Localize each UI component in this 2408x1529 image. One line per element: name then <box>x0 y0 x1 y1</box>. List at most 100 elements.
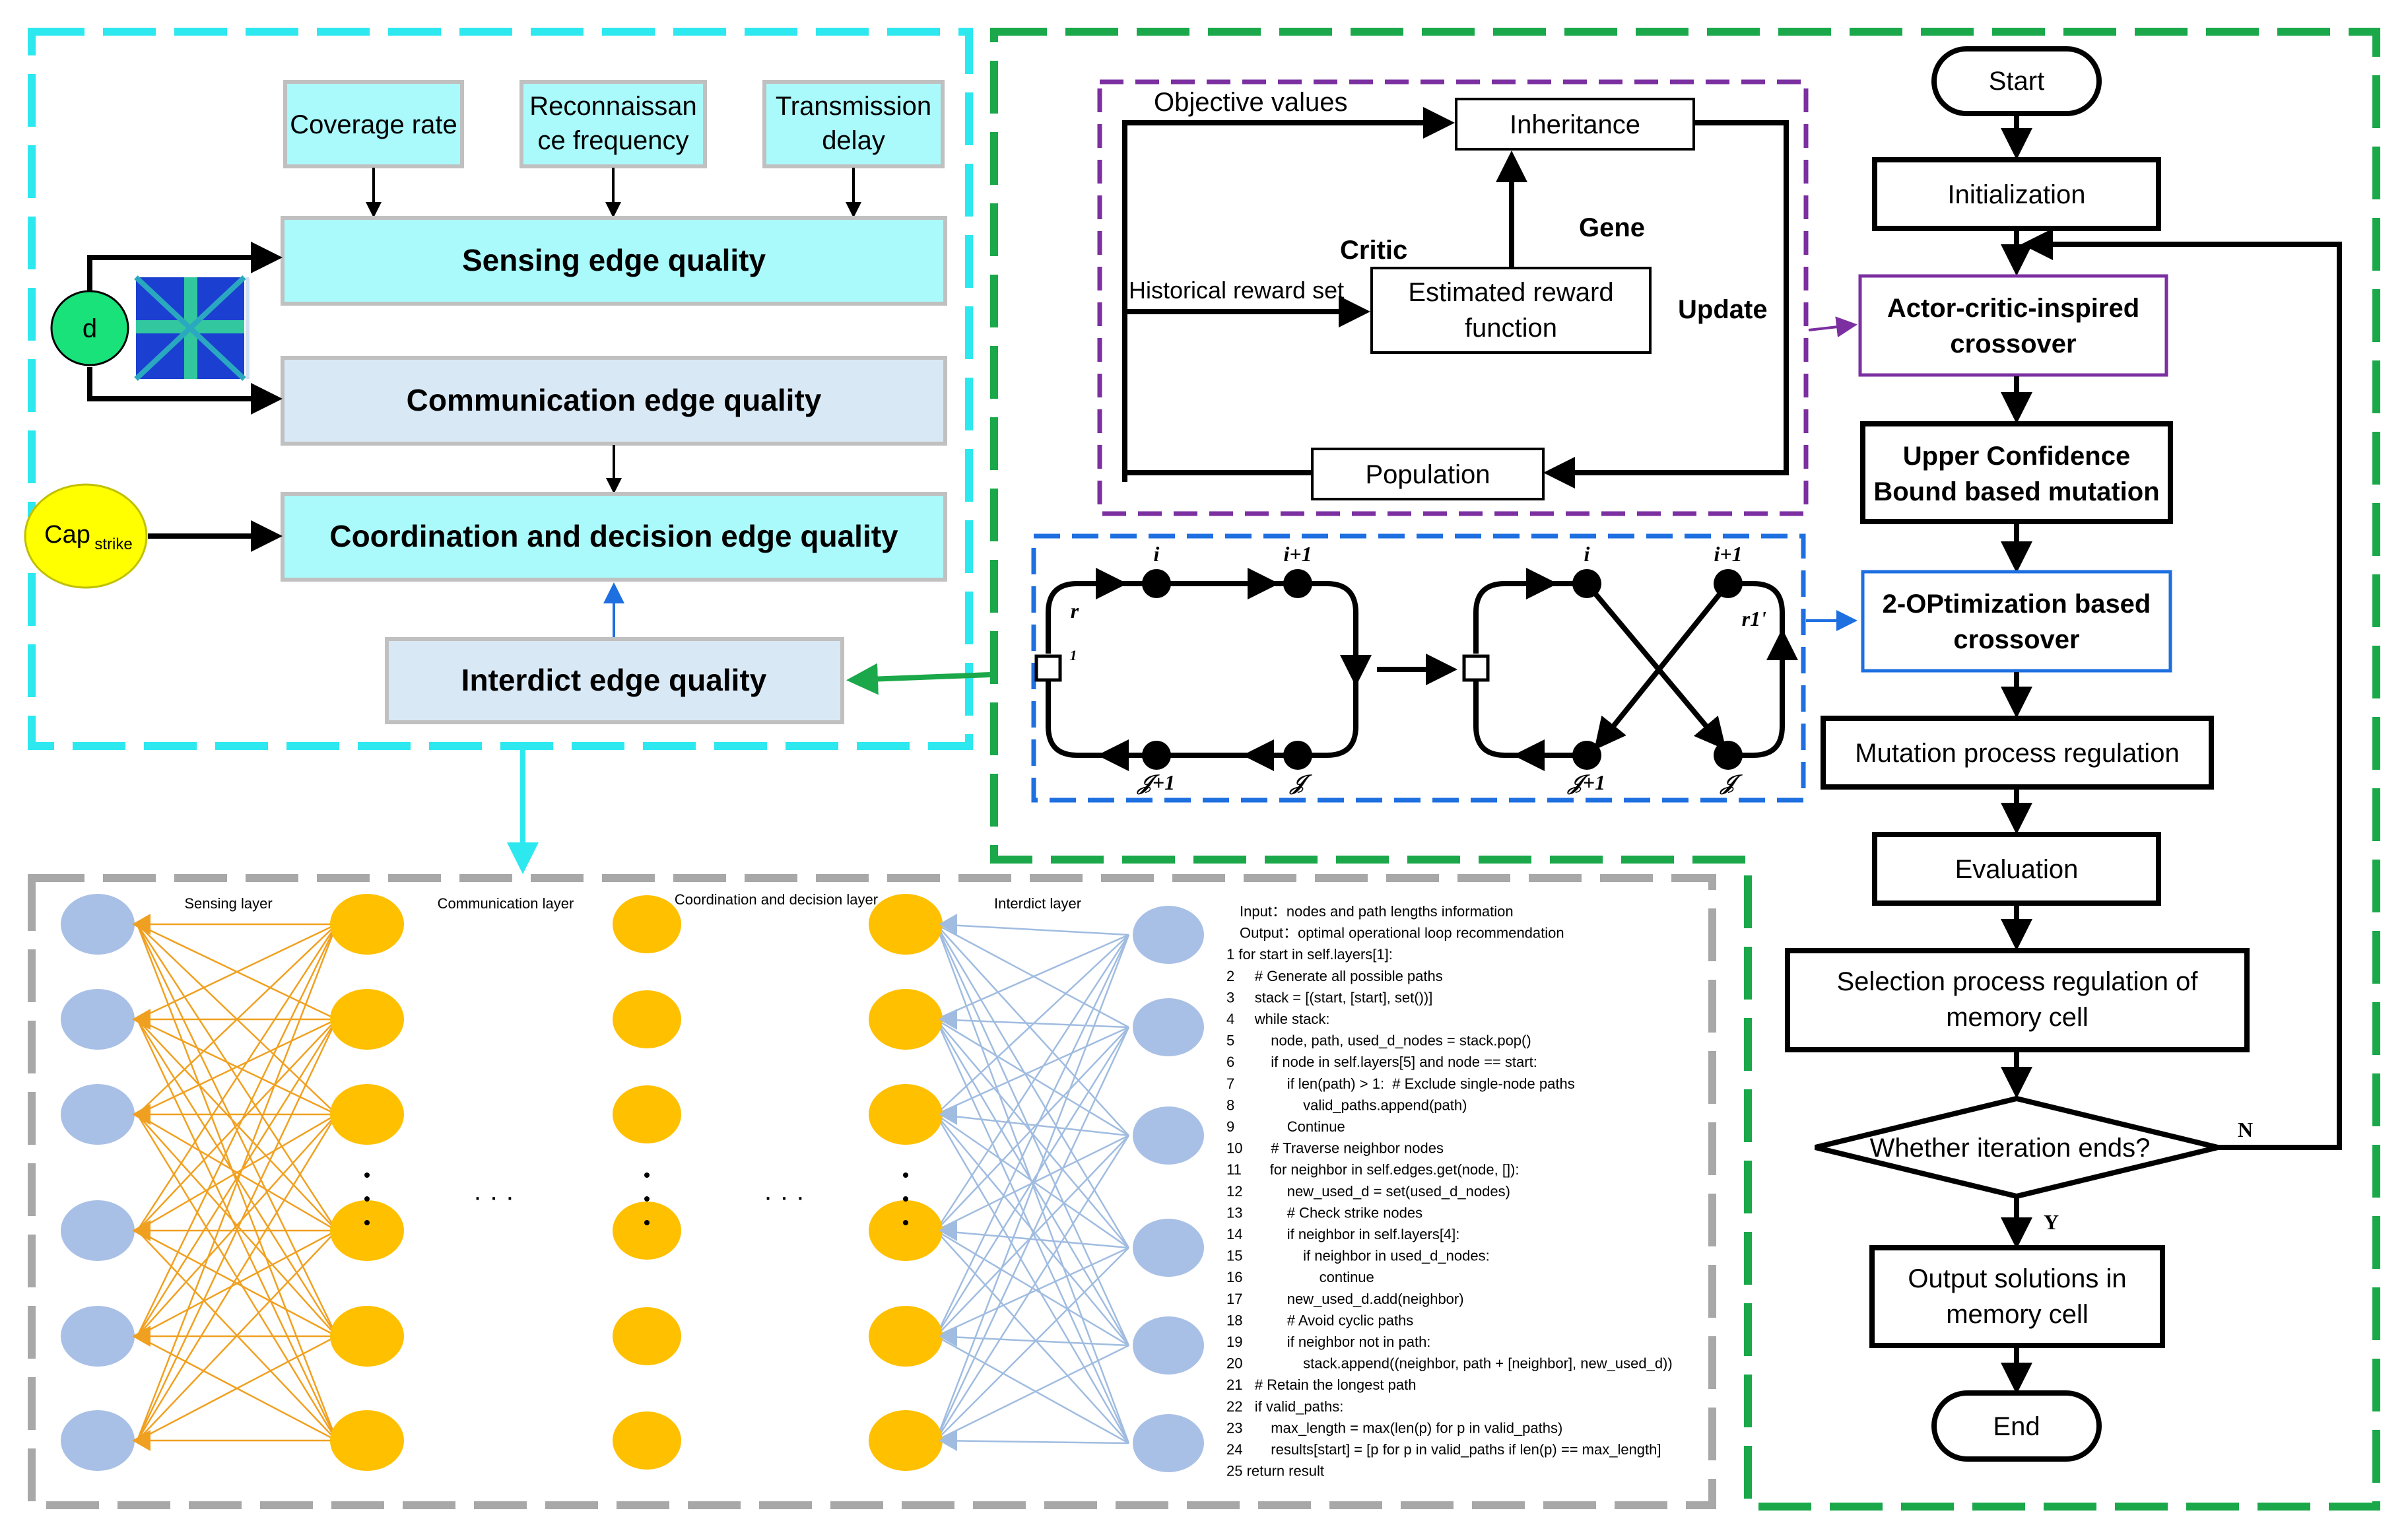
edge-interdict-target <box>935 1246 1129 1338</box>
purple-arrow-actor-critic <box>1808 316 1857 338</box>
edge-interdict-target <box>935 1135 1129 1337</box>
flow-yes-label: Y <box>2044 1210 2059 1234</box>
code-line: 21 # Retain the longest path <box>1226 1376 1416 1393</box>
flow-loop-back <box>2021 228 2342 1150</box>
flow-evaluation-label: Evaluation <box>1955 855 2079 884</box>
opt1-1-label: 1 <box>1070 647 1077 663</box>
vertical-ellipsis-dot <box>644 1196 650 1202</box>
communication-node <box>330 1084 404 1145</box>
sensing-node <box>61 894 135 955</box>
flow-initialization: Initialization <box>1872 157 2161 231</box>
edge-interdict-target <box>935 1114 1130 1444</box>
blue-frame <box>1031 533 1806 803</box>
interdict-node <box>869 894 943 955</box>
metric-transmission-line2: delay <box>822 126 885 155</box>
coordination-node <box>613 895 681 953</box>
sensing-node <box>61 1410 135 1471</box>
sensing-arrowhead <box>132 914 150 935</box>
sensing-edge-box: Sensing edge quality <box>281 216 947 306</box>
vertical-ellipsis-dot <box>903 1172 908 1178</box>
edge-interdict-target <box>935 1113 1129 1137</box>
interdict-node <box>869 989 943 1050</box>
metric-coverage-label: Coverage rate <box>290 110 457 139</box>
opt2-j-label: 𝒥 <box>1720 770 1743 795</box>
population-label: Population <box>1365 460 1490 489</box>
edge-interdict-target <box>935 923 1129 1029</box>
code-line: 1 for start in self.layers[1]: <box>1226 946 1393 963</box>
flow-ucb-line1: Upper Confidence <box>1903 442 2130 471</box>
sensing-arrowhead <box>132 1009 150 1030</box>
edge-sensing-comm <box>136 924 338 1337</box>
edge-sensing-comm <box>136 1019 338 1337</box>
interdict-arrowhead <box>939 1104 957 1125</box>
flow-selection-line1: Selection process regulation of <box>1837 967 2199 996</box>
critic-label: Critic <box>1340 236 1407 265</box>
coordination-node <box>613 1411 681 1470</box>
interdict-arrowhead <box>939 1430 957 1451</box>
layer-label-communication: Communication layer <box>438 895 574 912</box>
edge-sensing-comm <box>136 924 338 1231</box>
edge-sensing-comm <box>137 1230 337 1441</box>
sensing-edge-label: Sensing edge quality <box>462 243 766 277</box>
code-line: 17 new_used_d.add(neighbor) <box>1226 1291 1464 1307</box>
inheritance-label: Inheritance <box>1510 110 1640 139</box>
edge-sensing-comm <box>136 1114 338 1441</box>
vertical-ellipsis-dot <box>644 1220 650 1225</box>
coordination-node <box>613 990 681 1048</box>
target-node <box>1133 906 1204 964</box>
edge-interdict-target <box>935 924 1129 1136</box>
code-line: 25 return result <box>1226 1463 1324 1479</box>
vertical-ellipsis-dot <box>644 1172 650 1178</box>
coordination-node <box>613 1202 681 1260</box>
interdict-node <box>869 1084 943 1145</box>
edge-sensing-comm <box>137 1019 337 1231</box>
estimated-reward-box: Estimated reward function <box>1370 267 1652 354</box>
sensing-node <box>61 989 135 1050</box>
edge-interdict-target <box>935 934 1129 1115</box>
code-line: 14 if neighbor in self.layers[4]: <box>1226 1226 1459 1242</box>
sensing-arrowhead <box>132 1326 150 1347</box>
flow-decision: Whether iteration ends? <box>1815 1095 2219 1200</box>
gene-label: Gene <box>1579 213 1645 242</box>
edge-sensing-comm <box>137 1113 337 1232</box>
code-line: 12 new_used_d = set(used_d_nodes) <box>1226 1183 1510 1200</box>
code-line: 22 if valid_paths: <box>1226 1398 1343 1415</box>
edge-interdict-target <box>935 1230 1129 1444</box>
metric-reconnaissance-line2: ce frequency <box>537 126 688 155</box>
code-line: 16 continue <box>1226 1269 1374 1285</box>
metric-reconnaissance-line1: Reconnaissan <box>529 92 697 121</box>
code-line: 6 if node in self.layers[5] and node == … <box>1226 1054 1537 1070</box>
edge-interdict-target <box>935 923 1129 936</box>
cap-label: Cap <box>44 521 90 549</box>
edge-interdict-target <box>935 1018 1129 1029</box>
network-edges <box>136 923 1130 1444</box>
cap-strike-node: Cap strike <box>24 483 283 589</box>
edge-interdict-target <box>935 1229 1129 1347</box>
opt2-i-label: i <box>1584 542 1590 566</box>
sensing-arrowhead <box>132 1104 150 1125</box>
opt1-i1-label: i+1 <box>1283 542 1312 566</box>
edge-interdict-target <box>935 1026 1129 1116</box>
flow-selection: Selection process regulation of memory c… <box>1785 948 2250 1052</box>
two-opt-after: i i+1 r1' 𝒥+1 𝒥 <box>1462 542 1798 795</box>
distance-matrix-image <box>134 275 250 381</box>
cyan-frame <box>28 28 973 750</box>
code-line: 9 Continue <box>1226 1118 1345 1135</box>
flow-ucb-mutation: Upper Confidence Bound based mutation <box>1860 421 2173 524</box>
opt2-i1-label: i+1 <box>1714 542 1742 566</box>
gray-frame <box>28 874 1716 1509</box>
communication-node <box>330 1200 404 1261</box>
code-line: 11 for neighbor in self.edges.get(node, … <box>1226 1161 1520 1178</box>
flow-output-line1: Output solutions in <box>1908 1264 2126 1293</box>
edge-interdict-target <box>935 1019 1130 1444</box>
green-arrow-interdict <box>846 663 991 695</box>
vertical-ellipsis-dot <box>364 1172 370 1178</box>
historical-reward-label: Historical reward set <box>1129 277 1344 304</box>
opt2-j1-label: 𝒥+1 <box>1567 770 1605 795</box>
communication-node <box>330 1410 404 1471</box>
vertical-ellipsis-dot <box>903 1220 908 1225</box>
edge-interdict-target <box>935 934 1130 1441</box>
loop-right-to-population <box>1543 120 1789 489</box>
edge-interdict-target <box>935 1229 1129 1249</box>
